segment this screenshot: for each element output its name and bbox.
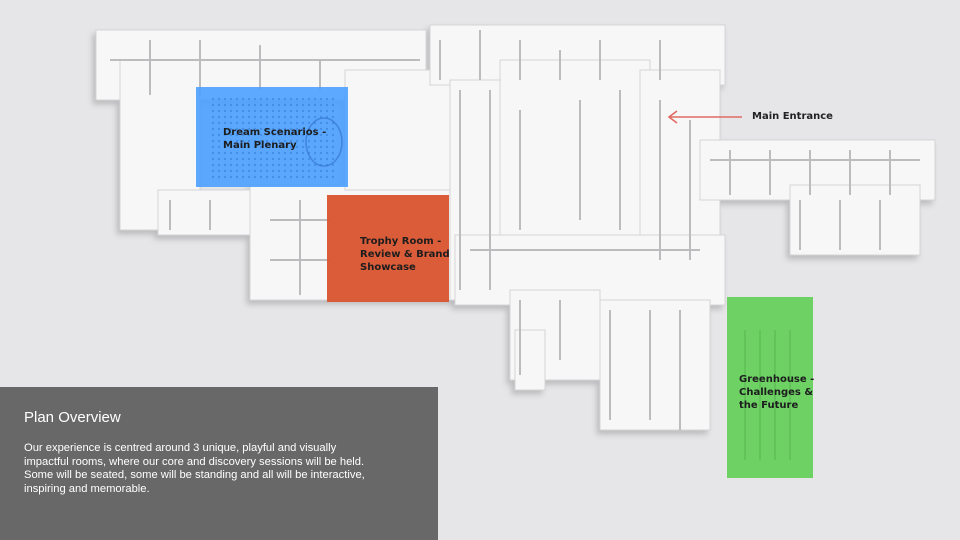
main-entrance-label: Main Entrance — [752, 111, 833, 122]
room-label-trophy: Trophy Room - Review & Brand Showcase — [360, 236, 450, 273]
room-dream-scenarios — [196, 87, 348, 187]
plan-overview-panel: Plan Overview Our experience is centred … — [0, 387, 438, 540]
room-label-dream: Dream Scenarios - Main Plenary — [223, 127, 327, 151]
room-greenhouse — [727, 297, 813, 478]
entrance-arrow-icon — [667, 110, 742, 124]
overview-body: Our experience is centred around 3 uniqu… — [24, 442, 365, 495]
room-label-greenhouse: Greenhouse - Challenges & the Future — [739, 374, 815, 411]
interior-walls — [110, 30, 920, 430]
overview-title: Plan Overview — [24, 409, 121, 426]
room-trophy — [327, 195, 449, 302]
